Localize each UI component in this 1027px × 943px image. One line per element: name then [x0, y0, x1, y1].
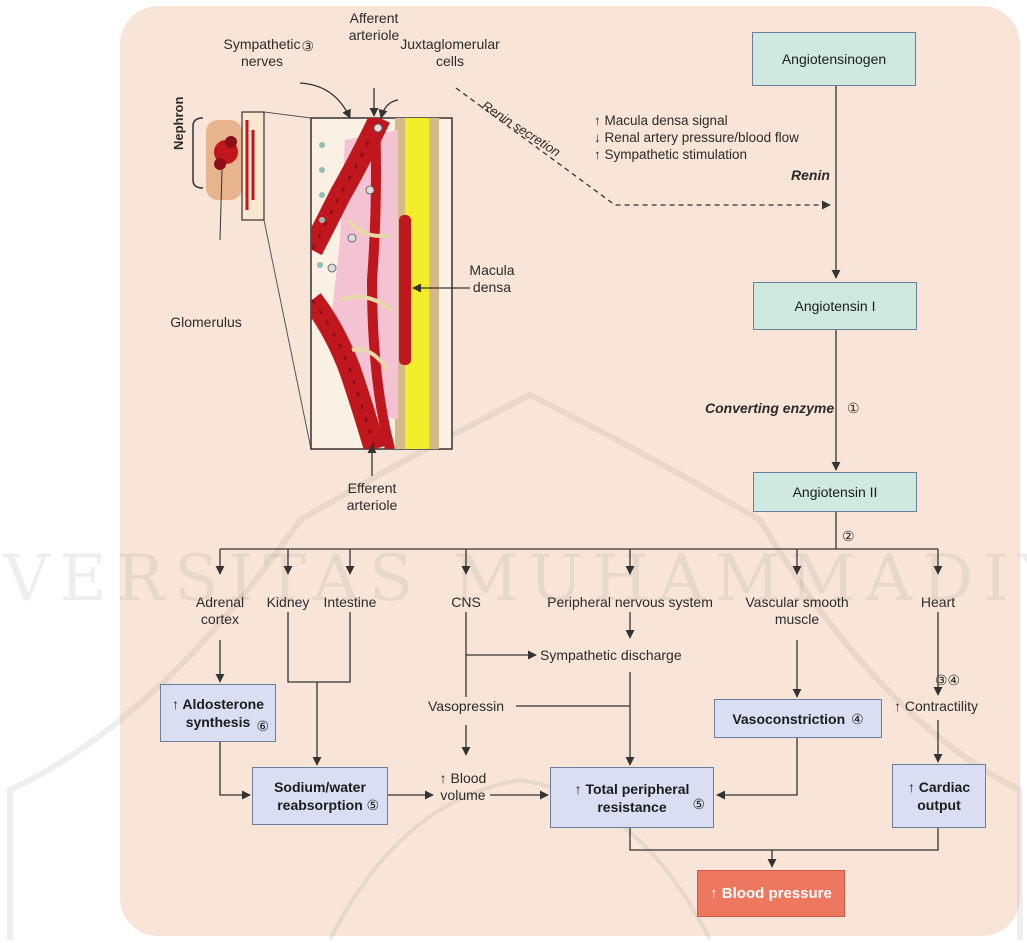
target-vascular-smooth-muscle: Vascular smooth muscle	[745, 594, 848, 628]
angiotensin-1-box: Angiotensin I	[753, 282, 917, 330]
vasopressin-label: Vasopressin	[428, 698, 504, 715]
marker-4-icon: ④	[851, 710, 864, 728]
nephron-thumbnail	[193, 112, 311, 449]
target-cns: CNS	[451, 594, 481, 611]
afferent-arteriole-label: Afferent arteriole	[349, 10, 400, 44]
target-intestine: Intestine	[324, 594, 377, 611]
renin-triggers-list: ↑ Macula densa signal ↓ Renal artery pre…	[594, 112, 799, 163]
vasoconstriction-box: Vasoconstriction ④	[714, 699, 882, 738]
aldosterone-synthesis-box: ↑ Aldosterone synthesis ⑥	[160, 684, 276, 742]
target-adrenal-cortex: Adrenal cortex	[196, 594, 244, 628]
renin-trigger-item: ↓ Renal artery pressure/blood flow	[594, 129, 799, 146]
marker-6-icon: ⑥	[256, 717, 269, 735]
marker-3-icon: ③	[301, 38, 314, 55]
juxtaglomerular-cells-label: Juxtaglomerular cells	[400, 36, 500, 70]
nephron-label: Nephron	[170, 97, 187, 150]
angiotensin-2-box: Angiotensin II	[753, 472, 917, 512]
target-peripheral-nervous-system: Peripheral nervous system	[547, 594, 713, 611]
target-kidney: Kidney	[267, 594, 310, 611]
marker-5-icon: ⑤	[692, 795, 705, 813]
sodium-water-reabsorption-box: Sodium/water reabsorption ⑤	[252, 767, 388, 825]
sympathetic-nerves-label: Sympathetic nerves ③	[223, 36, 300, 70]
cardiac-output-box: ↑ Cardiac output	[892, 764, 986, 828]
target-heart: Heart	[921, 594, 955, 611]
converting-enzyme-label: Converting enzyme	[705, 400, 834, 417]
blood-pressure-box: ↑ Blood pressure	[697, 870, 845, 917]
renin-label: Renin	[791, 167, 830, 184]
watermark-text: UNIVERSITAS MUHAMMADIYAH	[0, 542, 1027, 616]
efferent-arteriole-label: Efferent arteriole	[347, 480, 398, 514]
marker-5-icon: ⑤	[366, 796, 379, 814]
sympathetic-discharge-label: Sympathetic discharge	[540, 647, 682, 664]
marker-3-4-icon: ③④	[935, 672, 960, 689]
total-peripheral-resistance-box: ↑ Total peripheral resistance ⑤	[550, 767, 714, 828]
marker-2-icon: ②	[842, 528, 855, 545]
renin-trigger-item: ↑ Sympathetic stimulation	[594, 146, 799, 163]
angiotensinogen-box: Angiotensinogen	[752, 32, 916, 86]
macula-densa-label: Macula densa	[469, 262, 514, 296]
marker-1-icon: ①	[847, 400, 860, 417]
glomerulus-label: Glomerulus	[170, 314, 242, 331]
blood-volume-label: ↑ Blood volume	[440, 770, 487, 804]
contractility-label: ↑ Contractility	[894, 698, 978, 715]
renin-trigger-item: ↑ Macula densa signal	[594, 112, 799, 129]
magnified-juxtaglomerular-view	[311, 118, 452, 449]
